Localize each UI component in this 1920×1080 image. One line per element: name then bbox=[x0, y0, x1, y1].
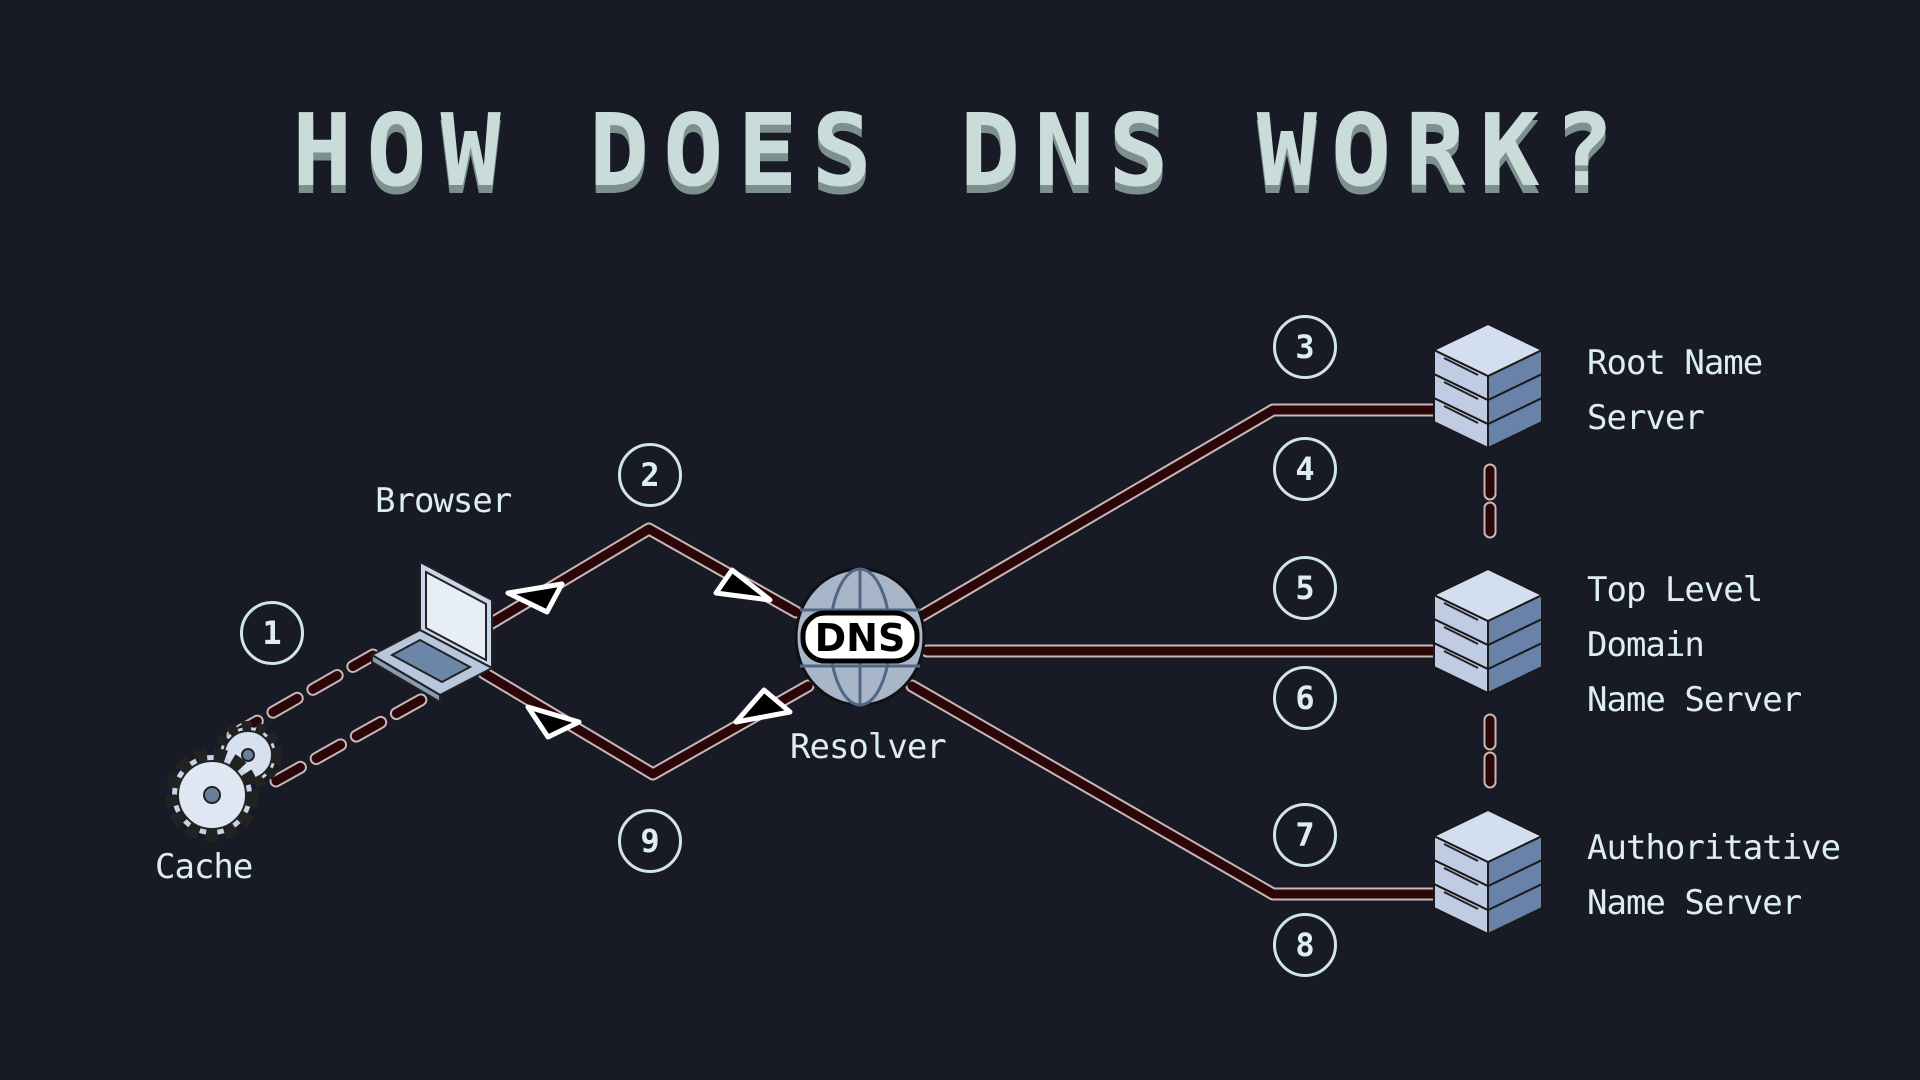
gears-icon bbox=[165, 721, 282, 842]
label-line: Authoritative bbox=[1587, 828, 1841, 868]
step-badge-5: 5 bbox=[1273, 556, 1337, 620]
server-stack-icon bbox=[1431, 808, 1545, 936]
label-line: Name Server bbox=[1587, 680, 1802, 720]
arrow-icon bbox=[733, 687, 793, 725]
arrow-icon bbox=[713, 567, 773, 603]
step-badge-8: 8 bbox=[1273, 913, 1337, 977]
arrow-icon bbox=[525, 704, 582, 740]
label-line: Name Server bbox=[1587, 883, 1802, 923]
step-badge-4: 4 bbox=[1273, 437, 1337, 501]
label-line: Server bbox=[1587, 398, 1705, 438]
step-badge-1: 1 bbox=[240, 601, 304, 665]
step-badge-6: 6 bbox=[1273, 666, 1337, 730]
step-badge-9: 9 bbox=[618, 809, 682, 873]
step-badge-3: 3 bbox=[1273, 315, 1337, 379]
dns-badge-text: DNS bbox=[815, 616, 906, 660]
label-line: Root Name bbox=[1587, 343, 1763, 383]
step-badge-2: 2 bbox=[618, 443, 682, 507]
resolver-label: Resolver bbox=[790, 727, 947, 767]
label-line: Domain bbox=[1587, 625, 1705, 665]
browser-label: Browser bbox=[375, 481, 512, 521]
dns-globe-icon bbox=[794, 567, 926, 707]
server-stack-icon bbox=[1431, 322, 1545, 450]
page-title: HOW DOES DNS WORK? bbox=[292, 92, 1628, 209]
authoritative-server-label: Authoritative Name Server bbox=[1587, 821, 1841, 931]
step-badge-7: 7 bbox=[1273, 803, 1337, 867]
arrow-icon bbox=[505, 581, 565, 615]
cache-label: Cache bbox=[155, 847, 253, 887]
tld-server-label: Top Level Domain Name Server bbox=[1587, 563, 1802, 728]
server-stack-icon bbox=[1431, 567, 1545, 695]
root-server-label: Root Name Server bbox=[1587, 336, 1763, 446]
label-line: Top Level bbox=[1587, 570, 1763, 610]
laptop-icon bbox=[369, 560, 495, 704]
